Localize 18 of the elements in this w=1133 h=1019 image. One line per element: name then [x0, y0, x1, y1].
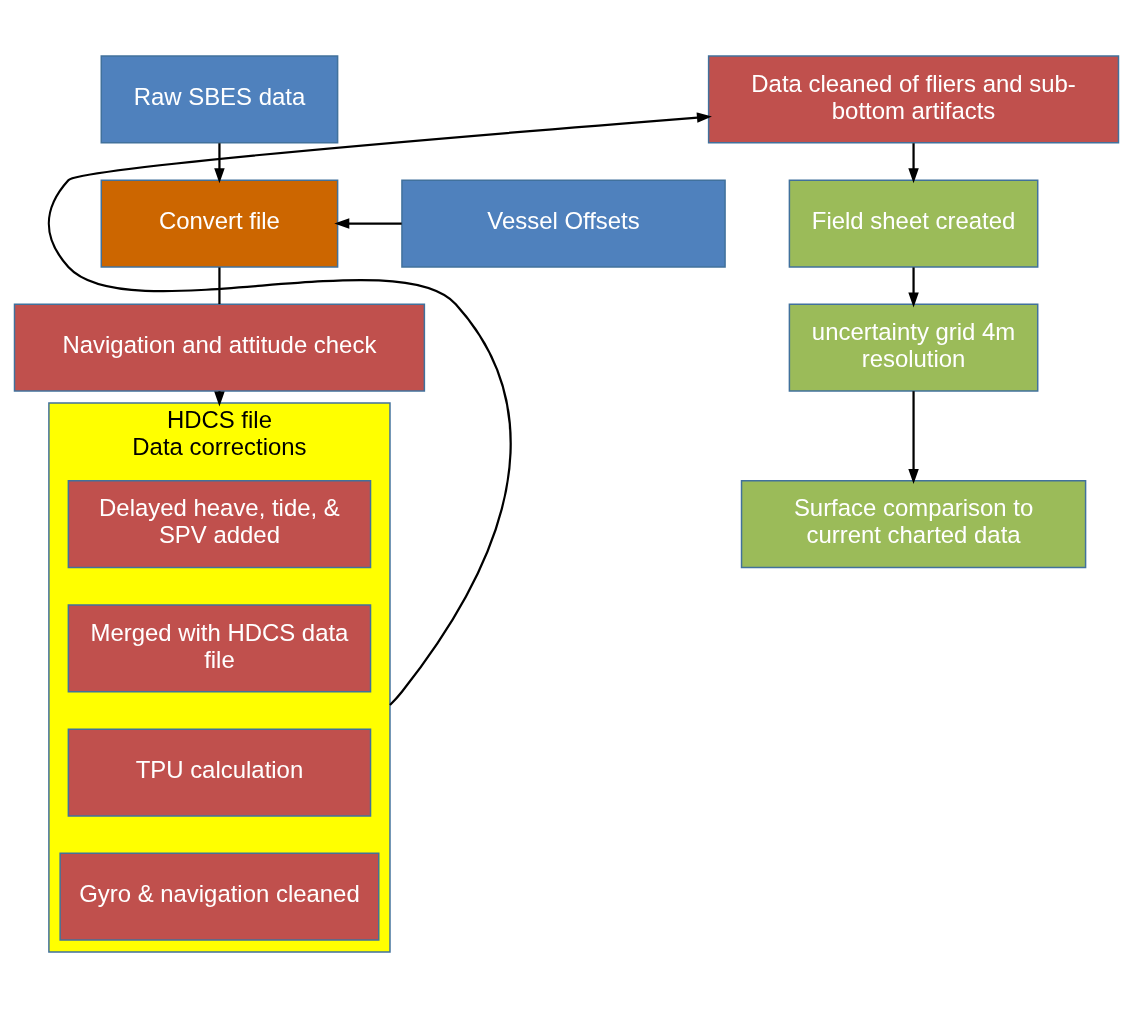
node-box: Field sheet created	[788, 178, 1039, 268]
node-box: Merged with HDCS data file	[67, 603, 372, 692]
arrow	[908, 390, 919, 484]
connector	[218, 266, 221, 304]
arrow	[908, 266, 919, 307]
node-box: Vessel Offsets	[401, 178, 726, 268]
arrow	[334, 217, 402, 229]
node-box: uncertainty grid 4m resolution	[788, 303, 1039, 392]
arrow	[214, 142, 225, 183]
node-box: Delayed heave, tide, & SPV added	[67, 479, 372, 568]
node-box: Convert file	[100, 178, 339, 268]
node-box: TPU calculation	[67, 727, 372, 817]
node-box: Data cleaned of fliers and sub-bottom artifacts	[707, 54, 1120, 143]
node-box: Raw SBES data	[100, 54, 339, 143]
arrow	[908, 142, 919, 183]
node-box: Gyro & navigation cleaned	[59, 852, 380, 941]
node-box: Surface comparison to current charted data	[740, 479, 1087, 568]
arrow	[47, 111, 712, 706]
